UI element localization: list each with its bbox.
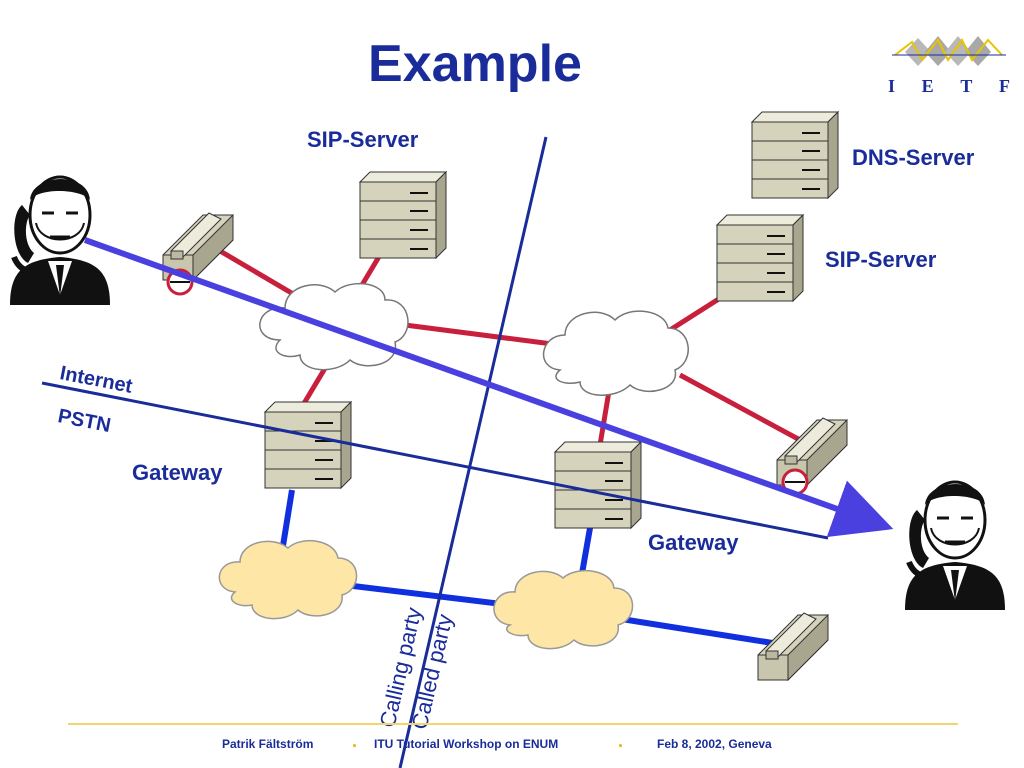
dns-server-icon [751, 111, 839, 199]
link-cloud-phone-right [678, 372, 802, 443]
footer-author: Patrik Fältström [222, 737, 314, 751]
internet-pstn-boundary [41, 381, 829, 540]
gateway-left-label: Gateway [132, 460, 223, 485]
ietf-logo-icon [892, 36, 1006, 66]
sip-server-right-label: SIP-Server [825, 247, 937, 272]
internet-cloud-right [543, 310, 689, 396]
gateway-right-label: Gateway [648, 530, 739, 555]
pstn-cloud-right [493, 570, 634, 650]
ietf-logo-text: I E T F [888, 76, 1012, 97]
link-gateway-pstncloud-left [279, 489, 295, 553]
sip-server-left-icon [359, 171, 447, 259]
pstn-cloud-left [218, 540, 358, 620]
logo-letter-t: T [960, 76, 975, 96]
call-flow-arrow [83, 237, 894, 538]
ip-phone-right-icon [776, 417, 848, 496]
pstn-phone-icon [757, 612, 829, 681]
slide-title: Example [368, 35, 582, 93]
logo-letter-f: F [998, 76, 1012, 96]
sip-server-right-icon [716, 214, 804, 302]
logo-letter-i: I [888, 76, 898, 96]
footer-separator-2: . [618, 731, 624, 751]
called-person-icon [905, 482, 1005, 610]
footer-divider [68, 723, 958, 725]
link-cloud-cloud [404, 322, 561, 348]
sip-server-left-label: SIP-Server [307, 127, 419, 152]
link-pstncloud-pstncloud [344, 582, 511, 608]
party-divider [398, 136, 548, 768]
gateway-right-icon [554, 441, 642, 529]
link-phone-cloud [213, 245, 302, 301]
link-pstncloud-phone [614, 615, 786, 648]
logo-letter-e: E [921, 76, 936, 96]
gateway-left-icon [264, 401, 352, 489]
footer-separator-1: . [352, 731, 358, 751]
footer-date: Feb 8, 2002, Geneva [657, 737, 772, 751]
link-cloud-sipserver-right [668, 292, 727, 333]
footer-event: ITU Tutorial Workshop on ENUM [374, 737, 559, 751]
dns-server-label: DNS-Server [852, 145, 975, 170]
